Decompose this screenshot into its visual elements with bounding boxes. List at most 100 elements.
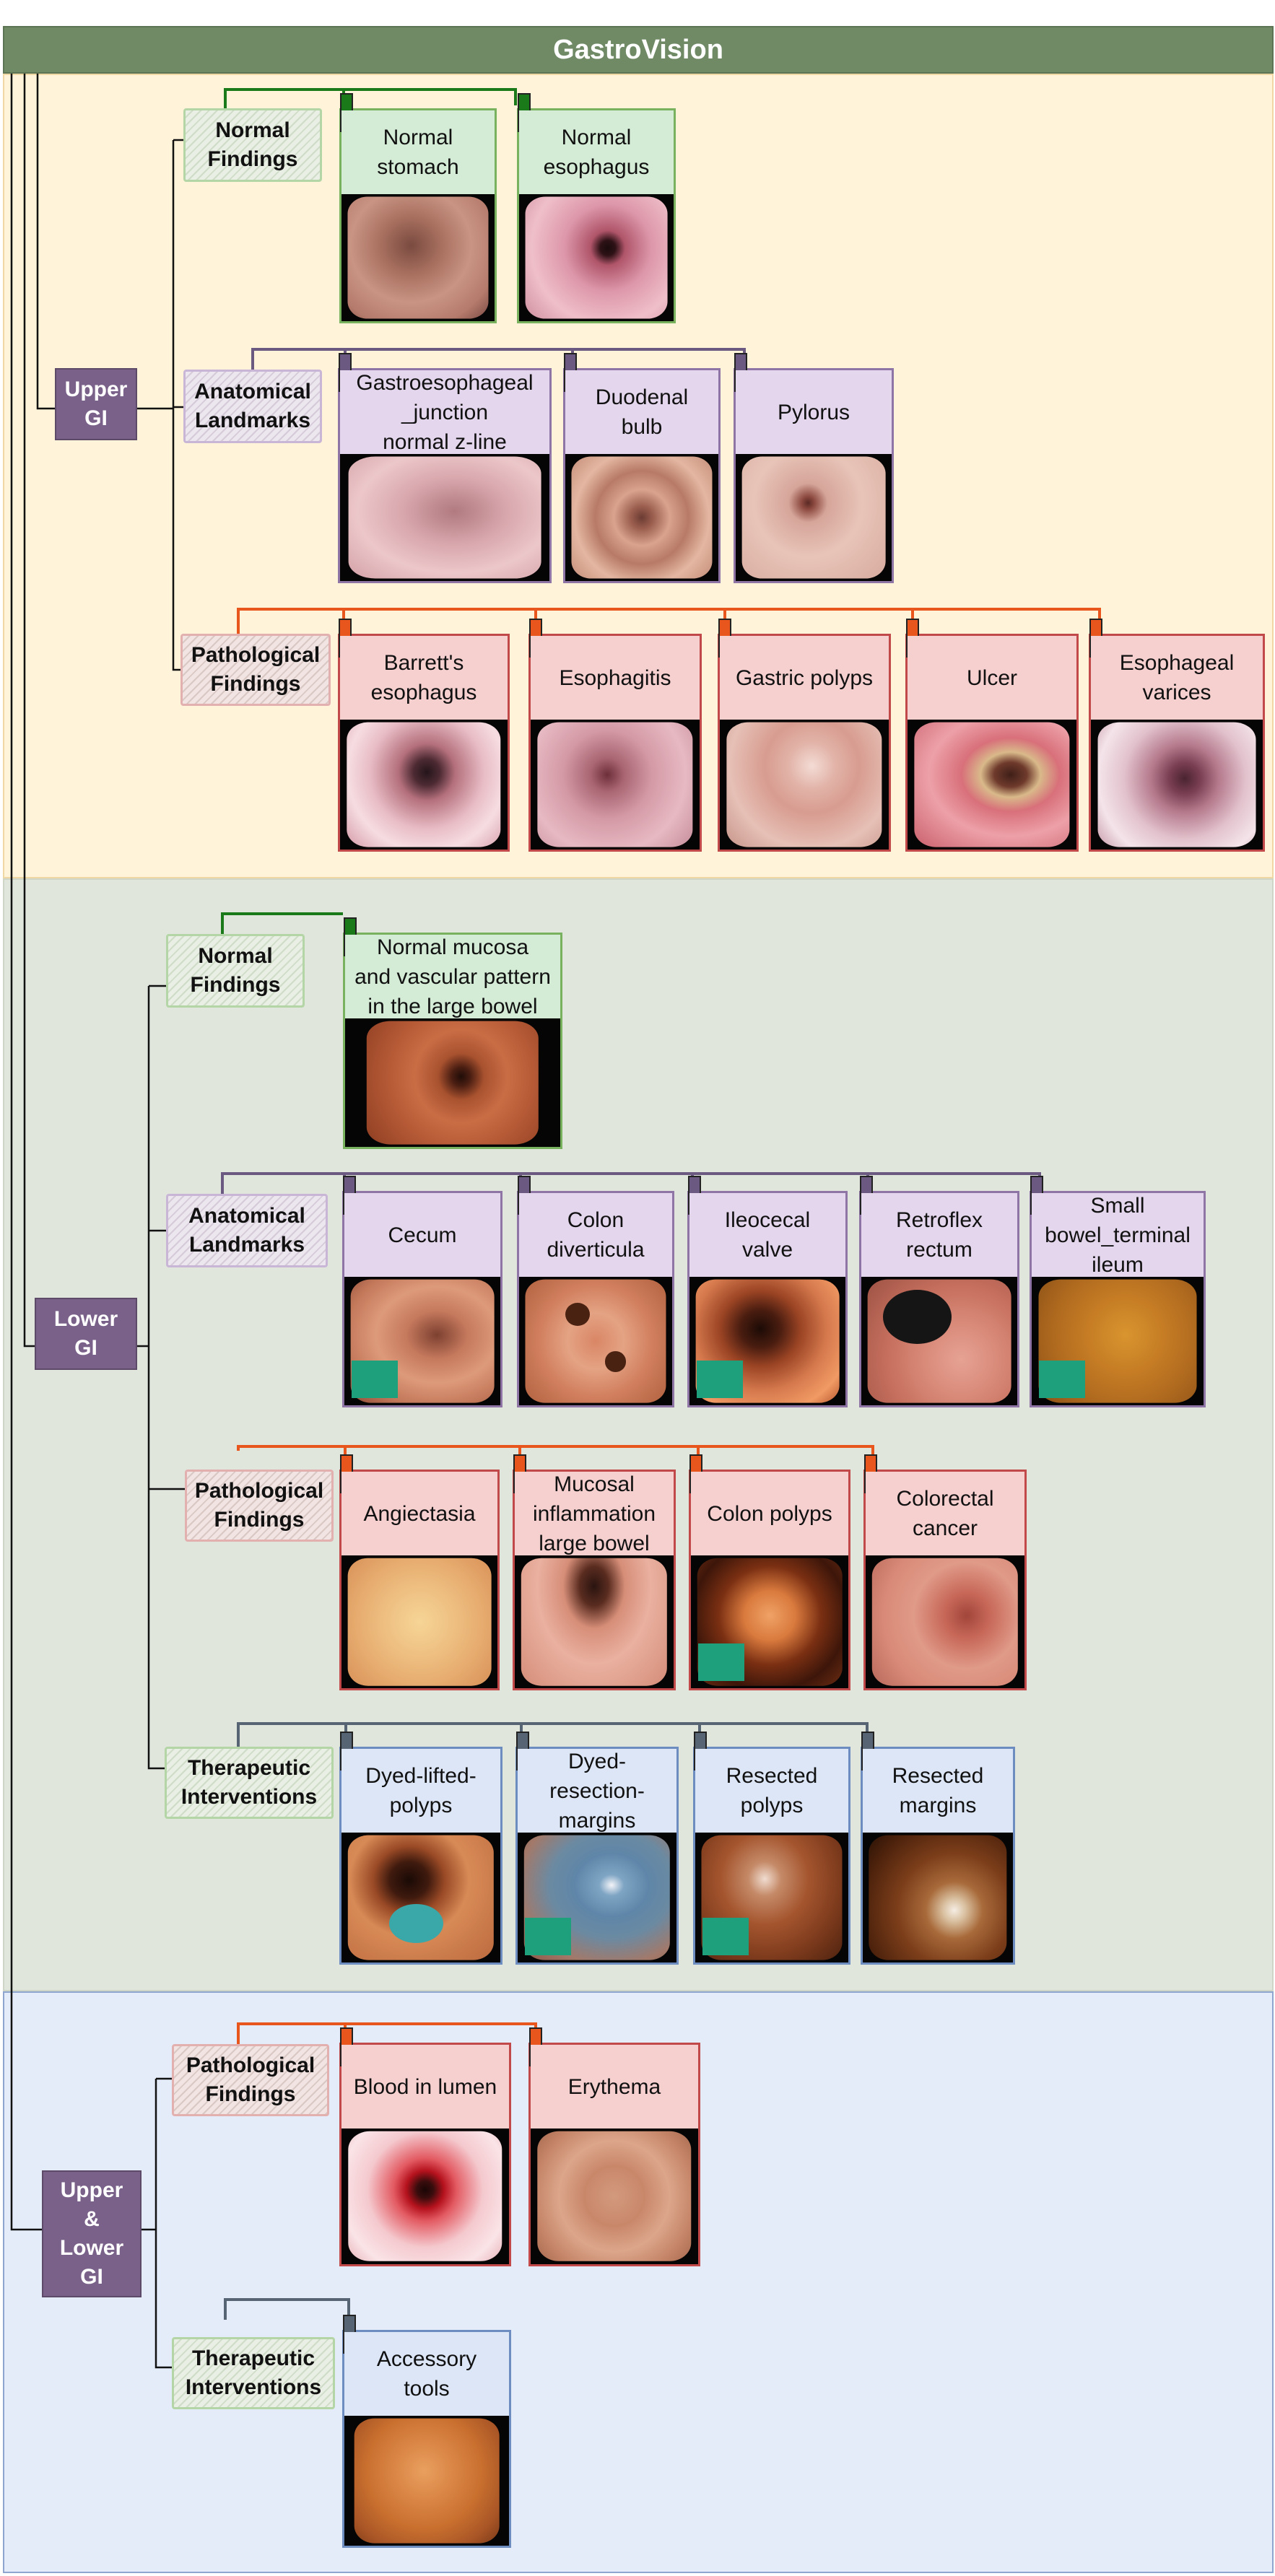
class-card-esophageal-varices: Esophageal varices [1089,619,1265,852]
group-upper-pathological-findings: Pathological Findings [180,634,331,706]
endoscopy-image [861,1277,1017,1405]
class-label: Resected polyps [695,1749,848,1833]
class-card-pylorus: Pylorus [734,353,894,583]
endoscopy-image [341,2129,509,2264]
class-card-colorectal-cancer: Colorectal cancer [863,1454,1027,1690]
class-label: Colon diverticula [519,1193,672,1277]
class-card-gastric-polyps: Gastric polyps [718,619,891,852]
class-card-cecum: Cecum [342,1176,502,1407]
overlay-box [1039,1361,1085,1398]
class-label: Blood in lumen [341,2045,509,2129]
group-both-pathological-findings: Pathological Findings [172,2044,329,2116]
class-label: Pylorus [736,370,892,454]
class-label: Normal mucosa and vascular pattern in th… [345,935,560,1018]
class-label: Mucosal inflammation large bowel [515,1472,674,1555]
class-label: Retroflex rectum [861,1193,1017,1277]
endoscopy-image [341,1833,500,1962]
class-label: Accessory tools [344,2332,509,2416]
class-label: Duodenal bulb [565,370,718,454]
endoscopy-image [689,1277,845,1405]
endoscopy-image [341,194,495,321]
endoscopy-image [691,1555,848,1688]
endoscopy-image [519,194,674,321]
class-label: Small bowel_terminal ileum [1032,1193,1204,1277]
endoscopy-image [515,1555,674,1688]
class-label: Normal stomach [341,110,495,194]
class-card-esophagitis: Esophagitis [528,619,702,852]
endoscopy-image [518,1833,676,1962]
class-card-resected-margins: Resected margins [861,1732,1015,1965]
class-card-normal-stomach: Normal stomach [339,93,497,323]
group-both-therapeutic-interventions: Therapeutic Interventions [172,2337,335,2409]
class-label: Esophagitis [531,636,700,720]
class-label: Resected margins [863,1749,1013,1833]
class-card-mucosal-inflammation-large-bowel: Mucosal inflammation large bowel [513,1454,676,1690]
endoscopy-image [866,1555,1024,1688]
class-label: Esophageal varices [1091,636,1263,720]
endoscopy-image [736,454,892,581]
group-lower-normal-findings: Normal Findings [166,934,305,1008]
class-label: Cecum [344,1193,500,1277]
section-upper-lower-gi: Upper & Lower GI [42,2170,142,2297]
endoscopy-image [695,1833,848,1962]
endoscopy-image [519,1277,672,1405]
endoscopy-image [1091,720,1263,850]
class-label: Normal esophagus [519,110,674,194]
class-card-dyed-resection-margins: Dyed- resection- margins [515,1732,679,1965]
group-upper-anatomical-landmarks: Anatomical Landmarks [183,370,322,443]
group-lower-pathological-findings: Pathological Findings [185,1470,334,1542]
class-card-colon-polyps: Colon polyps [689,1454,850,1690]
overlay-box [525,1918,571,1955]
group-lower-anatomical-landmarks: Anatomical Landmarks [166,1194,328,1267]
endoscopy-image [341,1555,497,1688]
overlay-box [698,1643,744,1681]
class-card-dyed-lifted-polyps: Dyed-lifted- polyps [339,1732,502,1965]
class-card-angiectasia: Angiectasia [339,1454,500,1690]
class-card-normal-esophagus: Normal esophagus [517,93,676,323]
endoscopy-image [340,720,508,850]
class-card-small-bowel-terminal-ileum: Small bowel_terminal ileum [1030,1176,1206,1407]
endoscopy-image [720,720,889,850]
group-lower-therapeutic-interventions: Therapeutic Interventions [165,1747,334,1819]
endoscopy-image [531,720,700,850]
class-label: Gastroesophageal _junction normal z-line [340,370,549,454]
class-card-barretts-esophagus: Barrett's esophagus [338,619,510,852]
class-label: Angiectasia [341,1472,497,1555]
class-card-resected-polyps: Resected polyps [693,1732,850,1965]
class-label: Ileocecal valve [689,1193,845,1277]
endoscopy-image [344,2416,509,2546]
endoscopy-image [565,454,718,581]
class-card-erythema: Erythema [528,2027,700,2266]
class-label: Ulcer [908,636,1076,720]
class-card-ileocecal-valve: Ileocecal valve [687,1176,848,1407]
endoscopy-image [1032,1277,1204,1405]
endoscopy-image [531,2129,698,2264]
endoscopy-image [340,454,549,581]
endoscopy-image [344,1277,500,1405]
overlay-box [352,1361,398,1398]
diagram-title: GastroVision [3,26,1274,74]
section-lower-gi: Lower GI [35,1298,137,1370]
class-label: Colorectal cancer [866,1472,1024,1555]
class-card-duodenal-bulb: Duodenal bulb [563,353,721,583]
class-card-blood-in-lumen: Blood in lumen [339,2027,511,2266]
endoscopy-image [908,720,1076,850]
class-card-accessory-tools: Accessory tools [342,2315,511,2548]
overlay-box [697,1361,743,1398]
class-label: Dyed-lifted- polyps [341,1749,500,1833]
class-card-ulcer: Ulcer [905,619,1079,852]
class-label: Barrett's esophagus [340,636,508,720]
section-upper-gi: Upper GI [55,368,137,440]
class-card-normal-mucosa-large-bowel: Normal mucosa and vascular pattern in th… [343,917,562,1149]
class-label: Dyed- resection- margins [518,1749,676,1833]
class-label: Erythema [531,2045,698,2129]
class-label: Colon polyps [691,1472,848,1555]
overlay-box [702,1918,749,1955]
group-upper-normal-findings: Normal Findings [183,108,322,182]
class-card-retroflex-rectum: Retroflex rectum [859,1176,1019,1407]
endoscopy-image [345,1018,560,1147]
class-card-gastroesophageal-junction: Gastroesophageal _junction normal z-line [338,353,552,583]
endoscopy-image [863,1833,1013,1962]
class-card-colon-diverticula: Colon diverticula [517,1176,674,1407]
